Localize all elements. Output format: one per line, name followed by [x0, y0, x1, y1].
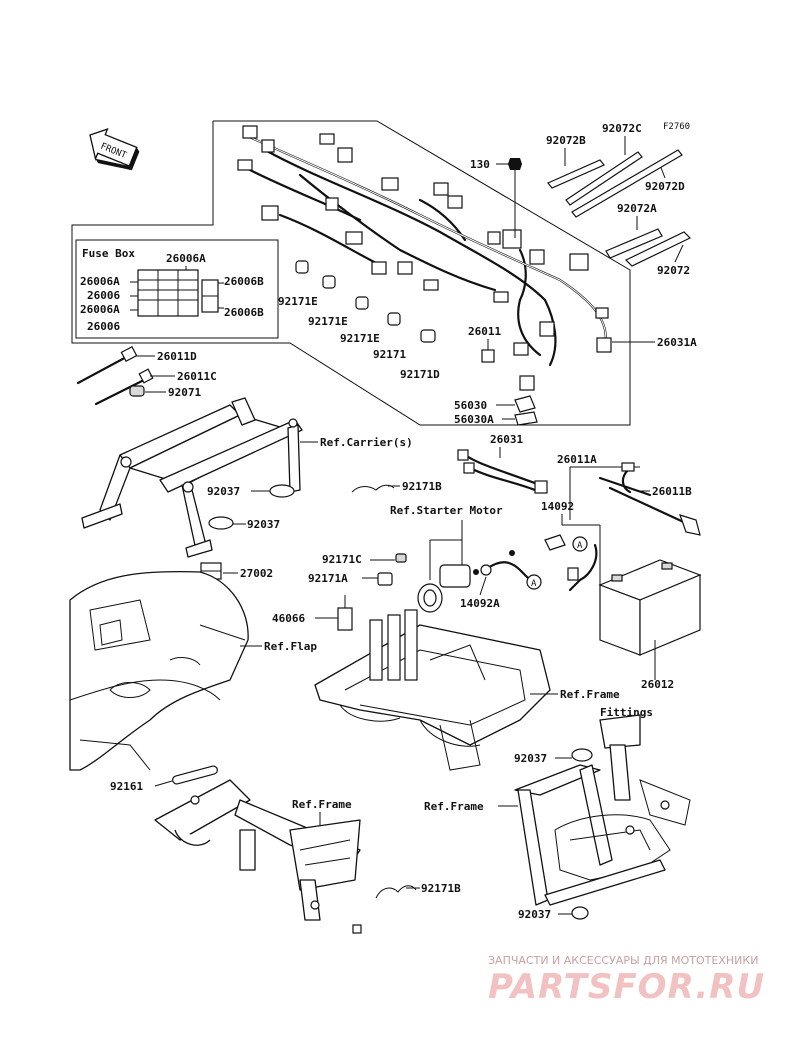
grommet-92171E-icon [295, 260, 309, 274]
part-label: 130 [470, 158, 490, 171]
part-label: 92171D [400, 368, 440, 381]
part-label: 92161 [110, 780, 143, 793]
part-label: 92171E [278, 295, 318, 308]
part-label: 26011A [557, 453, 597, 466]
clip-92171B-icon [351, 484, 395, 493]
part-label: 27002 [240, 567, 273, 580]
lead-26011B-icon [608, 486, 701, 536]
part-label: 92171E [340, 332, 380, 345]
cable-tie-92072-icon [624, 231, 692, 267]
part-label: 92037 [514, 752, 547, 765]
cable-14092-icon [544, 534, 598, 592]
part-label: 92037 [518, 908, 551, 921]
ref-frame-fittings: Ref.Frame [560, 688, 620, 701]
clip-92171B-icon [375, 885, 417, 899]
ref-carriers: Ref.Carrier(s) [320, 436, 413, 449]
fuse-label: 26006A [80, 275, 120, 288]
ref-starter-motor: Ref.Starter Motor [390, 504, 503, 517]
fuse-box-inset [75, 239, 279, 339]
cable-tie-92072A-icon [605, 228, 663, 259]
part-label: 92072 [657, 264, 690, 277]
fuse-label: 26006B [224, 275, 264, 288]
harness-group-outline [71, 120, 631, 426]
lead-26011D-icon [76, 345, 138, 385]
battery-26012-icon [598, 559, 702, 656]
clamp-92037-icon [571, 748, 593, 762]
fuse-label: 26006A [166, 252, 206, 265]
rear-frame-left [154, 779, 362, 934]
label-sticker-icon [514, 395, 538, 426]
diagram-code: F2760 [663, 122, 690, 132]
ref-flap: Ref.Flap [264, 640, 317, 653]
part-label: 92037 [247, 518, 280, 531]
fuse-box-title: Fuse Box [82, 247, 135, 260]
part-label: 46066 [272, 612, 305, 625]
part-label: 92171B [421, 882, 461, 895]
fuse-label: 26006A [80, 303, 120, 316]
part-label: 92072D [645, 180, 685, 193]
cable-tie-92072D-icon [571, 149, 683, 218]
clip-92171A-icon [377, 572, 393, 586]
callout-a-marker: A [572, 536, 588, 552]
part-label: 56030A [454, 413, 494, 426]
grommet-92171E-icon [322, 275, 336, 289]
ref-frame-left: Ref.Frame [292, 798, 352, 811]
part-label: 92072B [546, 134, 586, 147]
fuse-block [130, 266, 224, 317]
part-label: 56030 [454, 399, 487, 412]
watermark-brand: PARTSFOR.RU [488, 967, 765, 1007]
cable-14092A-icon [480, 550, 532, 582]
part-label: 92171B [402, 480, 442, 493]
fuse-label: 26006B [224, 306, 264, 319]
clamp-92037-icon [208, 516, 234, 530]
flap-panel [69, 570, 249, 771]
cap-92071-icon [129, 385, 145, 397]
clamp-92037-icon [571, 906, 589, 920]
part-label: 92171A [308, 572, 348, 585]
grommet-92171-icon [387, 312, 401, 326]
carrier-frame [81, 397, 303, 558]
front-arrow-icon [89, 128, 140, 171]
lead-26011A-icon [598, 462, 652, 497]
part-label: 26011C [177, 370, 217, 383]
fuse-label: 26006 [87, 289, 120, 302]
bar-92161-icon [172, 765, 218, 785]
part-label: 92171E [308, 315, 348, 328]
part-label: 92071 [168, 386, 201, 399]
part-label: 14092A [460, 597, 500, 610]
main-harness [237, 125, 612, 391]
lead-26011C-icon [94, 368, 154, 406]
part-label: 92171C [322, 553, 362, 566]
part-label: 26012 [641, 678, 674, 691]
ref-frame-right: Ref.Frame [424, 800, 484, 813]
part-label: 26011D [157, 350, 197, 363]
harness-26031-icon [457, 449, 548, 494]
part-label: 26031 [490, 433, 523, 446]
cable-tie-92072B-icon [547, 159, 605, 189]
part-label: 14092 [541, 500, 574, 513]
watermark-tagline: ЗАПЧАСТИ И АКСЕССУАРЫ ДЛЯ МОТОТЕХНИКИ [488, 954, 758, 967]
part-label: 26011B [652, 485, 692, 498]
part-label: 92072C [602, 122, 642, 135]
grommet-92171D-icon [420, 329, 436, 343]
part-label: 92037 [207, 485, 240, 498]
bolt-130-icon [508, 158, 522, 238]
part-label: 92171 [373, 348, 406, 361]
part-label: 26011 [468, 325, 501, 338]
rear-frame-right [514, 714, 691, 906]
clip-92171C-icon [395, 553, 407, 563]
battery-tray-frame [314, 609, 551, 771]
clamp-92037-icon [269, 484, 295, 498]
part-label: 26031A [657, 336, 697, 349]
cable-tie-92072C-icon [565, 151, 643, 206]
fuse-label: 26006 [87, 320, 120, 333]
connector-46066-icon [337, 595, 353, 631]
starter-relay-icon [417, 564, 479, 613]
svg-text:A: A [531, 579, 537, 589]
callout-a-marker: A [526, 574, 542, 590]
grommet-92171E-icon [355, 296, 369, 310]
part-label: 92072A [617, 202, 657, 215]
svg-text:A: A [577, 541, 583, 551]
